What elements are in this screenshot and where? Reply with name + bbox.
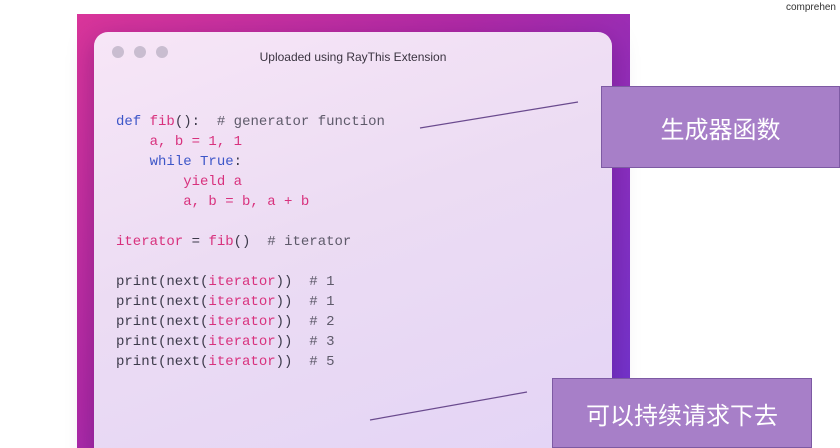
print-comment: # 3 [309,334,335,350]
window-controls [112,46,168,58]
print-call: print(next( [116,314,209,330]
print-call: print(next( [116,334,209,350]
code-block: def fib(): # generator function a, b = 1… [116,112,385,372]
code-line-print: print(next(iterator)) # 3 [116,332,385,352]
window-title: Uploaded using RayThis Extension [259,50,447,64]
corner-caption: comprehen [785,2,836,13]
iterator-eq: = [183,234,209,250]
yield-var: a [233,174,243,190]
minimize-dot-icon[interactable] [134,46,146,58]
code-line-init: a, b = 1, 1 [116,132,385,152]
while-keyword: while [149,154,192,170]
iterator-name: iterator [116,234,184,250]
swap-statement: a, b = b, a + b [183,194,310,210]
code-line-print: print(next(iterator)) # 1 [116,292,385,312]
def-keyword: def [116,114,142,130]
close-dot-icon[interactable] [112,46,124,58]
print-arg: iterator [208,314,276,330]
annotation-continuous-request: 可以持续请求下去 [552,378,812,448]
print-arg: iterator [208,274,276,290]
def-comment: # generator function [216,114,385,130]
print-comment: # 1 [309,274,335,290]
print-arg: iterator [208,334,276,350]
zoom-dot-icon[interactable] [156,46,168,58]
def-paren: (): [174,114,201,130]
print-call: print(next( [116,354,209,370]
iterator-call: fib [208,234,234,250]
true-literal: True [200,154,234,170]
iterator-paren: () [233,234,251,250]
print-arg: iterator [208,354,276,370]
print-call: print(next( [116,294,209,310]
code-line-print: print(next(iterator)) # 5 [116,352,385,372]
annotation-generator-function: 生成器函数 [601,86,840,168]
print-comment: # 1 [309,294,335,310]
print-close: )) [275,354,293,370]
iterator-comment: # iterator [267,234,352,250]
yield-keyword: yield [183,174,226,190]
print-close: )) [275,314,293,330]
code-line-swap: a, b = b, a + b [116,192,385,212]
code-line-print: print(next(iterator)) # 2 [116,312,385,332]
code-line-iterator: iterator = fib() # iterator [116,232,385,252]
code-window: Uploaded using RayThis Extension def fib… [94,32,612,448]
code-line-while: while True: [116,152,385,172]
print-close: )) [275,334,293,350]
function-name: fib [149,114,175,130]
code-line-yield: yield a [116,172,385,192]
print-comment: # 5 [309,354,335,370]
code-line-print: print(next(iterator)) # 1 [116,272,385,292]
init-statement: a, b = 1, 1 [149,134,243,150]
print-close: )) [275,294,293,310]
print-close: )) [275,274,293,290]
print-comment: # 2 [309,314,335,330]
print-arg: iterator [208,294,276,310]
code-line-def: def fib(): # generator function [116,112,385,132]
while-colon: : [233,154,243,170]
print-call: print(next( [116,274,209,290]
